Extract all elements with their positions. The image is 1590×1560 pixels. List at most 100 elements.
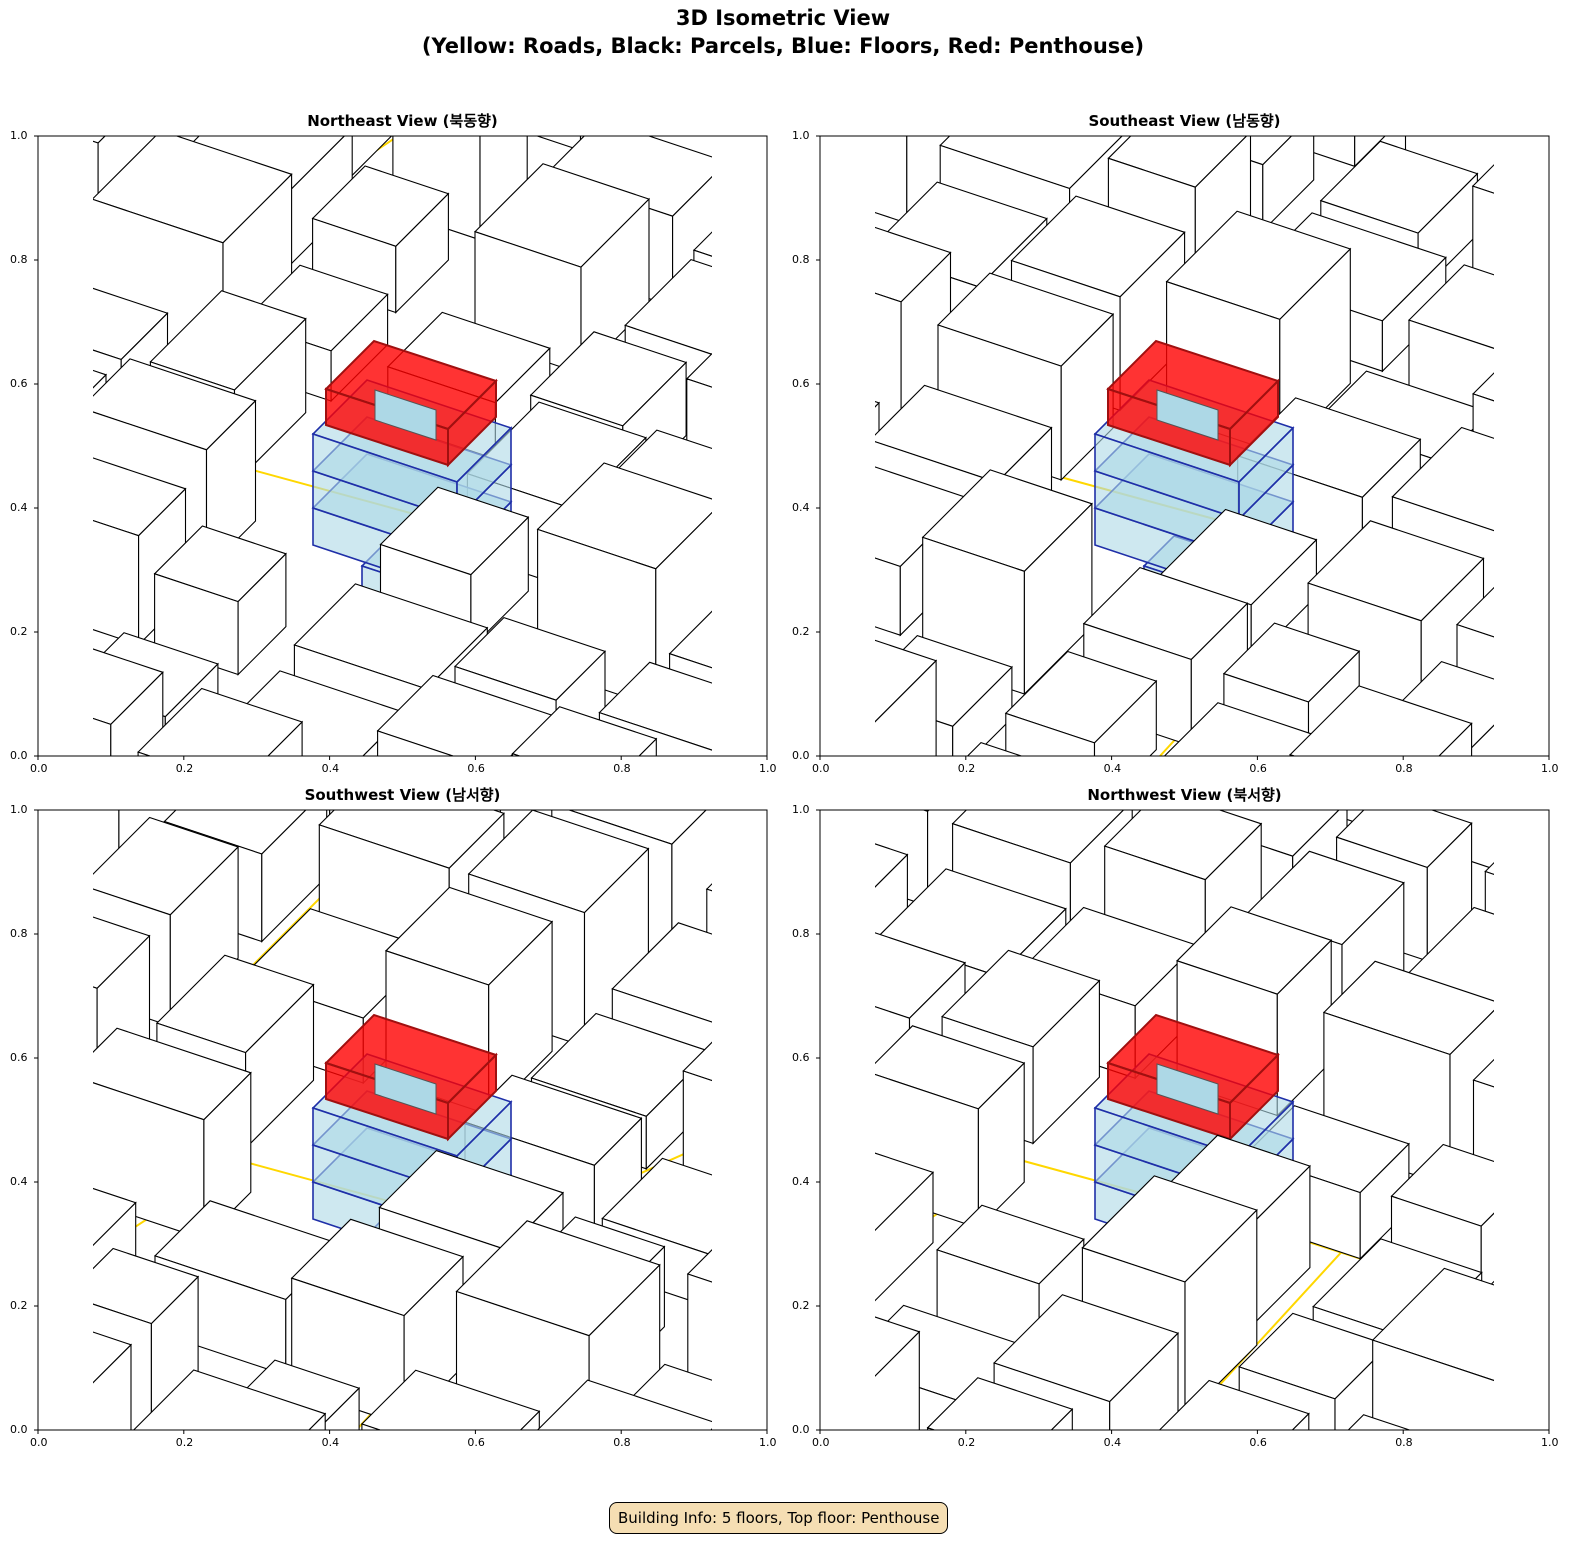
parcel-building — [1289, 685, 1473, 756]
parcel-building-right-face — [395, 192, 449, 314]
parcel-building-right-face — [205, 399, 257, 572]
x-tick-label: 0.6 — [1249, 1436, 1267, 1449]
x-tick-label: 0.4 — [1103, 762, 1122, 775]
parcel-building-right-face — [308, 1412, 326, 1430]
y-tick-label: 0.0 — [792, 1423, 810, 1436]
y-tick-label: 0.2 — [10, 625, 28, 638]
parcel-building — [1082, 566, 1249, 748]
parcel-building-right-face — [93, 1075, 97, 1134]
parcel-building-right-face — [0, 214, 20, 370]
parcel-building-right-face — [29, 559, 75, 722]
parcel-building — [0, 833, 5, 1049]
scene — [875, 136, 1590, 760]
parcel-building-right-face — [1569, 148, 1590, 339]
y-tick-label: 0.8 — [792, 927, 810, 940]
parcel-building — [0, 1233, 54, 1400]
parcel-building-right-face — [705, 504, 712, 625]
parcel-building-left-face — [0, 570, 29, 722]
parcel-building-left-face — [535, 136, 582, 152]
parcel-building-top — [710, 0, 858, 3]
parcel-building-right-face — [711, 1254, 712, 1310]
parcel-building-left-face — [1537, 570, 1590, 677]
y-tick-label: 0.0 — [792, 749, 810, 762]
parcel-building-top — [1347, 1414, 1412, 1430]
x-tick-label: 1.0 — [759, 762, 777, 775]
parcel-building-right-face — [638, 737, 657, 756]
x-tick-label: 1.0 — [1541, 1436, 1559, 1449]
figure-subtitle: (Yellow: Roads, Black: Parcels, Blue: Fl… — [421, 34, 1145, 58]
parcel-building — [993, 1294, 1180, 1430]
x-tick-label: 0.4 — [321, 762, 340, 775]
parcel-building-left-face — [377, 730, 455, 756]
parcel-building — [1371, 1267, 1494, 1430]
parcel-building-top — [692, 231, 712, 257]
y-tick-label: 0.6 — [10, 377, 28, 390]
floor-4-right-face — [1238, 426, 1294, 521]
figure-title: 3D Isometric View — [675, 6, 891, 30]
x-tick-label: 0.2 — [175, 762, 194, 775]
parcel-building-right-face — [1291, 1412, 1310, 1430]
parcel-building-right-face — [1497, 937, 1563, 1094]
penthouse — [324, 1013, 498, 1142]
x-tick-label: 0.0 — [812, 1436, 830, 1449]
parcel-building — [130, 1369, 327, 1560]
penthouse — [324, 339, 498, 468]
y-tick-label: 1.0 — [792, 129, 810, 142]
parcel-building-right-face — [0, 860, 5, 1048]
parcel-building-right-face — [726, 293, 792, 420]
parcel-building-right-face — [1548, 714, 1590, 887]
parcel-building-right-face — [1508, 298, 1563, 422]
parcel-building-top — [536, 1379, 712, 1430]
y-tick-label: 0.2 — [792, 1299, 810, 1312]
parcel-building-top — [966, 741, 1023, 756]
parcel-building-left-face — [706, 888, 712, 988]
parcel-building — [93, 1331, 133, 1430]
parcel-building — [1307, 520, 1485, 723]
parcel-building-right-face — [1584, 622, 1590, 760]
parcel-building-right-face — [723, 960, 789, 1107]
parcel-building — [1484, 862, 1494, 993]
parcel-building-top — [682, 1041, 712, 1082]
parcel-building-right-face — [1032, 979, 1100, 1145]
panel-title: Southeast View (남동향) — [1088, 112, 1281, 130]
scene — [788, 714, 1590, 1430]
parcel-building-right-face — [1276, 938, 1332, 1117]
y-tick-label: 0.4 — [792, 1175, 810, 1188]
x-tick-label: 0.6 — [467, 762, 485, 775]
x-tick-label: 0.0 — [30, 1436, 48, 1449]
penthouse — [1106, 339, 1280, 468]
parcel-building — [0, 369, 108, 515]
parcel-building-right-face — [759, 31, 817, 224]
axes-frame — [819, 809, 1550, 1431]
parcel-building-left-face — [788, 1204, 873, 1303]
parcel-building-left-face — [361, 1423, 382, 1430]
parcel-building-left-face — [130, 1434, 261, 1560]
parcel-building-right-face — [1093, 679, 1157, 756]
building-info-box: Building Info: 5 floors, Top floor: Pent… — [609, 1502, 949, 1534]
parcel-building-right-face — [316, 1386, 360, 1430]
x-tick-label: 0.8 — [1395, 762, 1413, 775]
parcel-building-top — [93, 136, 106, 144]
y-tick-label: 0.0 — [10, 1423, 28, 1436]
parcel-building-right-face — [17, 865, 67, 976]
panel-title: Northeast View (북동향) — [307, 112, 498, 130]
parcel-building — [511, 706, 658, 756]
parcel-building-top — [1484, 862, 1494, 875]
parcel-building-left-face — [927, 1427, 936, 1430]
parcel-building-right-face — [29, 136, 76, 298]
scene — [0, 0, 858, 756]
y-tick-label: 0.2 — [10, 1299, 28, 1312]
y-tick-label: 0.2 — [792, 625, 810, 638]
x-tick-label: 0.8 — [613, 1436, 631, 1449]
parcel-building-left-face — [0, 389, 51, 515]
penthouse-right-face — [447, 1052, 497, 1142]
x-tick-label: 0.6 — [1249, 762, 1267, 775]
parcel-building-right-face — [488, 920, 553, 1116]
parcel-building — [1537, 520, 1590, 678]
parcel-building-right-face — [977, 1061, 1025, 1230]
parcel-building-right-face — [237, 552, 287, 676]
